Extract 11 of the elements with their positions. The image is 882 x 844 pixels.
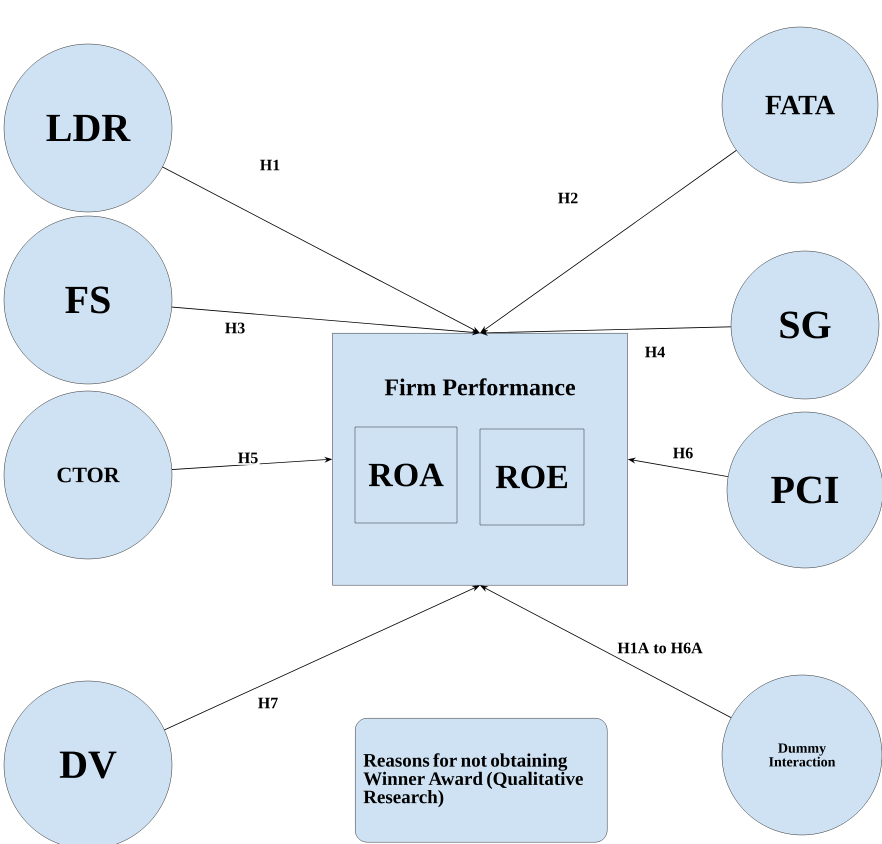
edge-label: H1 [258, 158, 282, 172]
note-box: Reasons for not obtaining Winner Award (Qualitative Research) [355, 718, 608, 842]
measure-box: ROE [480, 428, 584, 526]
edge-label: H4 [643, 345, 667, 359]
edge-label: H7 [256, 696, 280, 710]
measure-box: ROA [354, 426, 458, 524]
edge-label: H3 [223, 321, 247, 335]
edge-label: H2 [556, 191, 580, 205]
edge-label: H1A to H6A [616, 641, 704, 655]
edge-label: H5 [236, 451, 260, 465]
edge-label: H6 [671, 446, 695, 460]
